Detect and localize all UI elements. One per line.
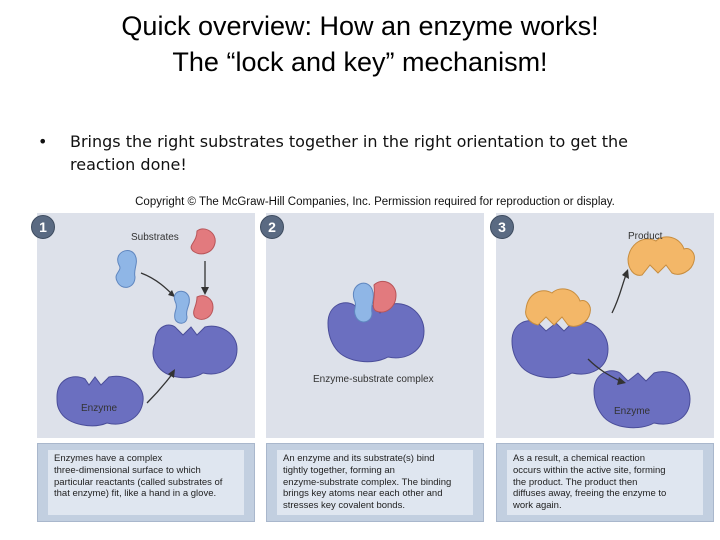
product-shape — [525, 288, 591, 327]
substrate-blue-shape — [352, 282, 374, 323]
step-badge-2: 2 — [260, 215, 284, 239]
arrow-icon — [611, 274, 627, 314]
substrate-red-shape — [193, 295, 214, 320]
substrate-blue-shape — [115, 250, 137, 288]
label-enzyme-substrate-complex: Enzyme-substrate complex — [313, 374, 434, 385]
enzyme-shape — [327, 302, 425, 363]
panel-2-illustration — [327, 280, 425, 363]
enzyme-shape — [511, 320, 609, 379]
substrate-blue-shape — [173, 290, 190, 324]
arrow-icon — [146, 372, 174, 404]
label-enzyme-3: Enzyme — [614, 406, 651, 417]
step-badge-3: 3 — [490, 215, 514, 239]
slide-title: Quick overview: How an enzyme works! The… — [0, 8, 720, 80]
caption-text-3: As a result, a chemical reaction occurs … — [507, 450, 703, 515]
panel-step-2 — [266, 213, 484, 438]
panel-1-illustration — [56, 228, 238, 427]
label-product: Product — [628, 231, 663, 242]
caption-box-3: As a result, a chemical reaction occurs … — [496, 443, 714, 522]
product-shape — [627, 236, 695, 276]
caption-box-1: Enzymes have a complex three-dimensional… — [37, 443, 255, 522]
caption-box-2: An enzyme and its substrate(s) bind tigh… — [266, 443, 484, 522]
label-substrates: Substrates — [131, 232, 179, 243]
enzyme-shape — [152, 324, 238, 379]
bullet-icon: • — [38, 132, 48, 151]
panel-step-1 — [37, 213, 255, 438]
bullet-point: • Brings the right substrates together i… — [38, 130, 688, 176]
bullet-text: Brings the right substrates together in … — [70, 132, 628, 174]
caption-text-2: An enzyme and its substrate(s) bind tigh… — [277, 450, 473, 515]
label-enzyme-1: Enzyme — [81, 403, 118, 414]
enzyme-shape — [593, 370, 691, 429]
caption-text-1: Enzymes have a complex three-dimensional… — [48, 450, 244, 515]
arrow-icon — [587, 358, 621, 382]
step-badge-1: 1 — [31, 215, 55, 239]
substrate-red-shape — [190, 228, 216, 255]
copyright-notice: Copyright © The McGraw-Hill Companies, I… — [135, 196, 615, 208]
enzyme-shape — [56, 375, 144, 427]
title-line-2: The “lock and key” mechanism! — [172, 47, 548, 77]
title-line-1: Quick overview: How an enzyme works! — [121, 11, 599, 41]
panel-3-illustration — [511, 236, 695, 429]
panel-step-3 — [496, 213, 714, 438]
substrate-red-shape — [372, 280, 397, 313]
